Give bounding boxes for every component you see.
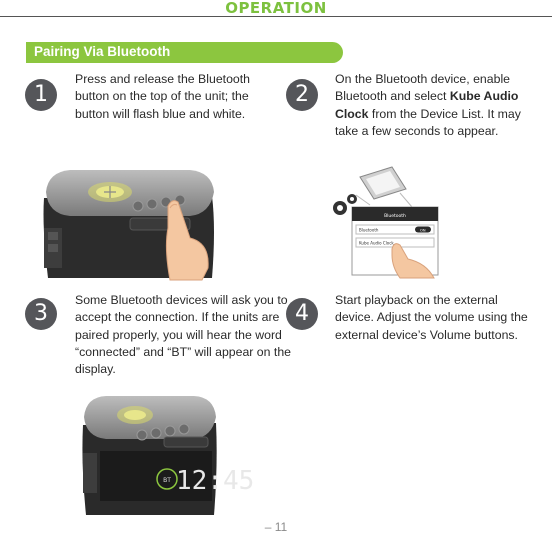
step-2-text-part1: On the Bluetooth device, enable Bluetoot… — [335, 72, 511, 104]
clock-display-illustration: BT 12:45 — [82, 396, 254, 515]
step-2-text: On the Bluetooth device, enable Bluetoot… — [335, 71, 530, 140]
section-title: Pairing Via Bluetooth — [34, 44, 171, 59]
step-3-text: Some Bluetooth devices will ask you to a… — [75, 293, 291, 377]
step-2-device-name: Kube Audio Clock — [335, 89, 519, 121]
phone-bluetooth-label: Bluetooth — [359, 228, 379, 233]
step-1-text: Press and release the Bluetooth button o… — [75, 72, 251, 121]
phone-bluetooth-toggle: ON — [420, 228, 426, 232]
phone-device-list-item: Kube Audio Clock — [359, 241, 394, 246]
phone-icon — [359, 166, 407, 200]
phone-device-list-illustration: Bluetooth Bluetooth ON Kube Audio Clock — [333, 166, 439, 279]
header-rule — [0, 16, 552, 17]
phone-screen-title: Bluetooth — [384, 213, 406, 219]
step-2-number: 2 — [286, 79, 318, 111]
step-4-text: Start playback on the external device. A… — [335, 293, 528, 342]
page-number: – 11 — [264, 520, 288, 534]
gear-icon — [333, 194, 357, 215]
header-title: OPERATION — [225, 0, 327, 17]
step-4-number: 4 — [286, 298, 318, 330]
step-3-number: 3 — [25, 298, 57, 330]
section-banner: Pairing Via Bluetooth — [26, 42, 343, 63]
step-2-text-part2: from the Device List. It may take a few … — [335, 106, 521, 138]
clock-bt-indicator: BT — [163, 477, 171, 484]
clock-time: 12:45 — [176, 466, 254, 496]
step-1-number: 1 — [25, 79, 57, 111]
clock-button-press-illustration — [43, 170, 214, 281]
